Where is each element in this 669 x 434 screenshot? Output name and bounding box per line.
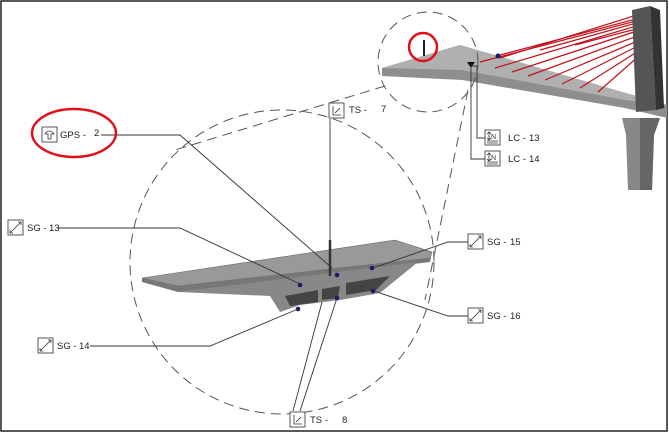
sensor-id: 14 — [79, 341, 90, 352]
detail-circle-small — [377, 11, 479, 113]
box-girder-section — [141, 239, 433, 312]
sensor-id: 8 — [342, 415, 347, 426]
sensor-id: 7 — [381, 104, 386, 115]
sensor-id: 13 — [49, 223, 60, 234]
stay-cables — [479, 13, 641, 93]
sensor-type: LC - — [508, 133, 526, 144]
sensor-type: SG - — [487, 311, 507, 322]
sensor-type: LC - — [508, 154, 526, 165]
label-sg-14[interactable]: SG - 14 — [37, 337, 90, 354]
sensor-id: 14 — [529, 154, 540, 165]
sensor-type: TS - — [310, 415, 328, 426]
tilt-sensor-icon — [328, 102, 345, 119]
bridge-overview — [382, 6, 667, 190]
sensor-id: 2 — [94, 128, 99, 139]
svg-text:N: N — [491, 155, 496, 162]
svg-text:N: N — [491, 134, 496, 141]
gps-overview-highlight — [407, 31, 439, 63]
sensor-id: 13 — [529, 133, 540, 144]
detail-circle-large — [129, 109, 435, 415]
projection-line — [174, 85, 386, 151]
sensor-dot — [495, 53, 501, 59]
projection-line — [424, 89, 469, 301]
gps-highlight-ellipse — [30, 107, 118, 159]
pylon-side — [650, 6, 664, 110]
label-ts-8[interactable]: TS - 8 — [289, 411, 347, 428]
label-ts-7[interactable]: TS - 7 — [328, 102, 386, 119]
gps-antenna-icon — [41, 126, 58, 143]
sensor-type: TS - — [349, 105, 367, 116]
label-lc-14[interactable]: N LC - 14 — [484, 150, 540, 167]
label-gps-2[interactable]: GPS - 2 — [41, 126, 99, 143]
tilt-sensor-icon — [289, 411, 306, 428]
sensor-type: SG - — [27, 223, 47, 234]
sensor-id: 15 — [510, 237, 521, 248]
deck-top — [382, 45, 667, 105]
label-lc-13[interactable]: N LC - 13 — [484, 129, 540, 146]
sensor-type: SG - — [487, 237, 507, 248]
label-sg-15[interactable]: SG - 15 — [467, 233, 521, 250]
sensor-id: 16 — [510, 311, 521, 322]
label-sg-13[interactable]: SG - 13 — [7, 219, 60, 236]
pylon — [632, 6, 656, 112]
leader-lines — [58, 65, 485, 412]
sensor-type: GPS - — [60, 130, 86, 141]
label-sg-16[interactable]: SG - 16 — [467, 307, 521, 324]
sensor-type: SG - — [57, 341, 77, 352]
anchor-marker — [467, 62, 475, 68]
pier-side — [640, 118, 660, 190]
